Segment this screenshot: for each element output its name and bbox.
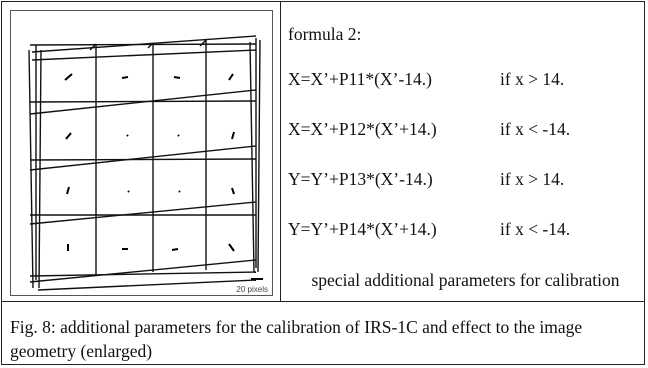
caption-divider — [2, 301, 644, 302]
figure-inner-frame — [10, 10, 273, 296]
distorted-line — [28, 49, 34, 289]
params-note: special additional parameters for calibr… — [311, 270, 620, 290]
scale-bar — [251, 278, 263, 280]
residual-vector — [121, 76, 129, 79]
column-divider — [280, 2, 281, 301]
distorted-line — [249, 41, 255, 273]
residual-vector — [231, 187, 235, 195]
residual-vector — [228, 73, 234, 81]
distorted-line — [38, 49, 42, 289]
residual-vector — [127, 190, 130, 193]
residual-vector — [66, 186, 70, 195]
distorted-line — [31, 49, 257, 61]
formula-expression: Y=Y’+P14*(X’+14.) — [288, 219, 437, 239]
residual-vector — [64, 73, 73, 81]
distorted-line — [29, 259, 257, 283]
formula-line: X=X’+P11*(X’-14.) if x > 14. — [288, 69, 564, 90]
distorted-line — [29, 89, 257, 115]
residual-vector — [177, 134, 180, 137]
distorted-line — [29, 201, 257, 225]
formula-expression: X=X’+P11*(X’-14.) — [288, 69, 432, 89]
distorted-line — [29, 145, 257, 171]
formula-expression: X=X’+P12*(X’+14.) — [288, 119, 437, 139]
tick-mark — [89, 43, 97, 51]
residual-vector — [228, 243, 235, 252]
formula-condition: if x < -14. — [500, 219, 571, 239]
grid-line — [29, 271, 257, 277]
residual-vector — [173, 76, 181, 79]
grid-line — [29, 158, 257, 161]
distorted-line — [257, 39, 261, 273]
formula-line: Y=Y’+P14*(X’+14.) if x < -14. — [288, 219, 570, 240]
residual-vector — [171, 248, 179, 251]
figure-caption: Fig. 8: additional parameters for the ca… — [10, 317, 583, 361]
formula-expression: Y=Y’+P13*(X’-14.) — [288, 169, 433, 189]
scale-label: 20 pixels — [236, 285, 268, 294]
formula-condition: if x < -14. — [500, 119, 571, 139]
distortion-figure: 20 pixels — [10, 10, 273, 296]
formula-condition: if x > 14. — [500, 169, 565, 189]
tick-mark — [199, 39, 207, 47]
residual-vector — [231, 131, 235, 140]
formula-condition: if x > 14. — [500, 69, 565, 89]
residual-vector — [178, 190, 181, 193]
distortion-grid-plot — [28, 35, 261, 291]
formula-title: formula 2: — [288, 24, 362, 44]
tick-mark — [147, 42, 154, 49]
formula-line: X=X’+P12*(X’+14.) if x < -14. — [288, 119, 570, 140]
residual-vector — [126, 134, 129, 137]
distorted-line — [31, 35, 257, 53]
residual-vector — [65, 132, 72, 140]
formula-line: Y=Y’+P13*(X’-14.) if x > 14. — [288, 169, 564, 190]
distorted-line — [37, 279, 257, 291]
